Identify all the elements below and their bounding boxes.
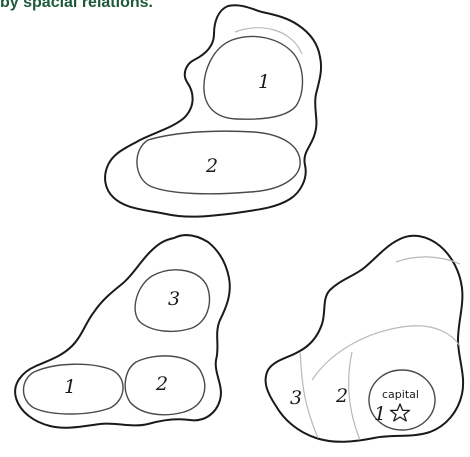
right-faint-middle-border <box>349 352 360 440</box>
left-territory-map: 3 1 2 <box>15 235 230 428</box>
top-region-2-border <box>137 131 300 194</box>
top-territory-map: 1 2 <box>105 5 321 216</box>
right-faint-left-border <box>300 352 318 438</box>
capital-star-icon <box>391 404 410 421</box>
right-faint-inner-border <box>312 326 460 380</box>
right-territory-map: 3 2 1 capital <box>266 236 464 442</box>
right-region-3-label: 3 <box>290 387 302 409</box>
top-region-1-faint-border <box>235 28 302 54</box>
left-region-2-label: 2 <box>155 373 168 395</box>
left-region-3-label: 3 <box>168 288 180 310</box>
top-region-1-border <box>204 36 303 119</box>
top-region-1-label: 1 <box>258 71 270 93</box>
right-region-1-label: 1 <box>374 403 386 425</box>
left-region-1-label: 1 <box>64 376 76 398</box>
capital-label: capital <box>382 388 419 401</box>
left-territory-outline <box>15 235 230 428</box>
top-region-2-label: 2 <box>205 155 218 177</box>
right-region-2-label: 2 <box>335 385 348 407</box>
